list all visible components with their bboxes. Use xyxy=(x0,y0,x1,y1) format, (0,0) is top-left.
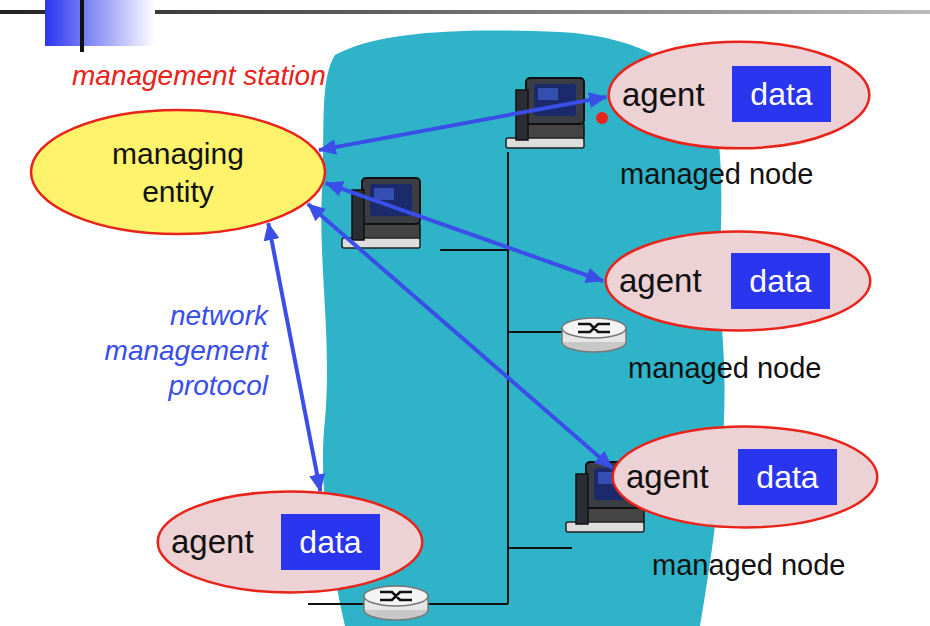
managed-text: managed node xyxy=(652,549,846,582)
data-box: data xyxy=(731,253,830,309)
data-label: data xyxy=(749,263,811,300)
ellipse-shape: managing entity xyxy=(28,108,328,236)
agent-text: agent xyxy=(619,262,702,300)
ellipse-shape: agent data xyxy=(155,490,425,594)
data-box: data xyxy=(738,449,837,505)
agent-node: agent data managed node xyxy=(610,425,890,589)
agent-node: agent data managed node xyxy=(606,40,882,210)
protocol-arrow xyxy=(326,183,603,281)
data-label: data xyxy=(299,524,361,561)
agent-text: agent xyxy=(171,523,254,561)
data-label: data xyxy=(750,76,812,113)
agent-node: agent data managed node xyxy=(603,230,883,392)
data-box: data xyxy=(732,66,831,122)
agent-node: agent data xyxy=(155,490,435,626)
ellipse-shape: agent data xyxy=(610,425,880,529)
data-box: data xyxy=(281,514,380,570)
station-text: management station xyxy=(72,60,326,92)
agent-text: agent xyxy=(622,76,705,114)
protocol-arrow xyxy=(268,223,320,491)
ellipse-shape: agent data xyxy=(606,40,872,150)
agent-text: agent xyxy=(626,458,709,496)
managing-entity: managing entity management station xyxy=(28,58,408,240)
protocol-label: network management protocol xyxy=(48,298,268,403)
protocol-arrow xyxy=(308,204,612,468)
entity-text: managing entity xyxy=(83,135,273,210)
managed-text: managed node xyxy=(628,352,822,385)
managed-text: managed node xyxy=(620,158,814,191)
ellipse-outline xyxy=(28,108,328,236)
protocol-arrow xyxy=(319,97,606,150)
ellipse-shape: agent data xyxy=(603,230,873,332)
data-label: data xyxy=(756,459,818,496)
